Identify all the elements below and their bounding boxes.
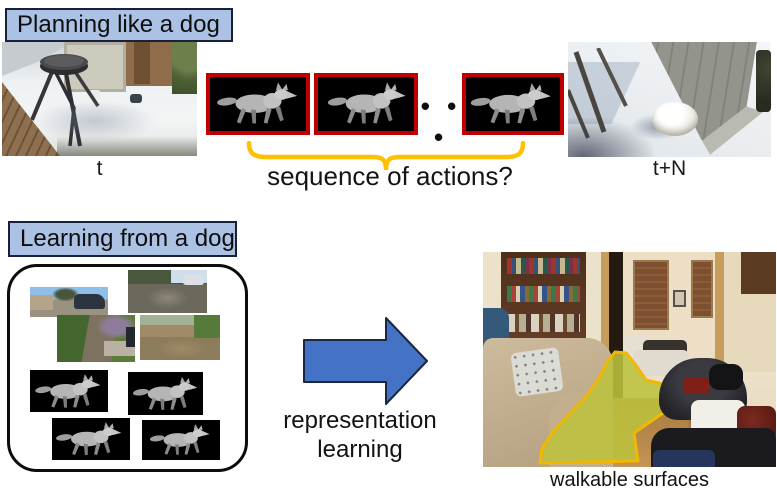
- dog-pose-tile-4: [142, 420, 220, 460]
- foliage-shape: [756, 50, 771, 112]
- window-blind-shape: [633, 260, 669, 330]
- sequence-question-text: sequence of actions?: [267, 161, 513, 191]
- learning-section-label-text: Learning from a dog: [20, 225, 235, 252]
- street-photo-4: [140, 315, 220, 360]
- door-trim-shape: [715, 252, 724, 370]
- learning-section-label: Learning from a dog: [8, 221, 237, 257]
- planning-section-label: Planning like a dog: [5, 8, 233, 42]
- dog-pose-tile-1: [30, 370, 108, 412]
- stone-wall-shape: [30, 295, 54, 311]
- street-photo-1: [30, 287, 108, 317]
- caption-time-end: t+N: [652, 157, 687, 180]
- dog-data-panel: [7, 264, 248, 472]
- arrow-caption-text: representation learning: [283, 407, 437, 463]
- small-object-shape: [130, 94, 142, 103]
- grass-blur-shape: [57, 136, 197, 156]
- grill-chair-shape: [30, 54, 100, 147]
- walkable-caption-text: walkable surfaces: [550, 469, 709, 491]
- action-frame-3: [462, 73, 564, 135]
- street-photo-3: [57, 315, 135, 362]
- dog-silhouette-icon: [470, 83, 551, 124]
- dog-silhouette-icon: [132, 376, 198, 410]
- dirt-shape: [160, 339, 204, 358]
- window-blind-shape: [691, 260, 713, 318]
- navy-cloth-shape: [653, 450, 715, 467]
- car-shape: [125, 327, 135, 347]
- stone-wall-shape: [140, 324, 195, 338]
- photo-walkable-surfaces: [483, 252, 776, 467]
- open-door-top-shape: [741, 252, 776, 294]
- dog-pose-tile-2: [128, 372, 203, 415]
- dog-silhouette-icon: [35, 373, 101, 408]
- ellipsis-dots: • • •: [420, 91, 462, 152]
- sequence-brace: [246, 141, 526, 171]
- dog-silhouette-icon: [216, 82, 297, 124]
- tree-shape: [194, 315, 220, 339]
- dark-fur-shape: [709, 364, 743, 390]
- dog-silhouette-icon: [327, 82, 406, 124]
- caption-time-start: t: [96, 157, 103, 180]
- house-door-shape: [134, 42, 150, 84]
- house-wall-shape: [126, 42, 176, 86]
- dog-silhouette-icon: [149, 424, 210, 456]
- tree-shape: [53, 287, 79, 302]
- road-shape: [147, 288, 188, 308]
- photo-backyard-t: [2, 42, 197, 156]
- bucket-shape: [90, 90, 100, 99]
- red-cushion-shape: [683, 378, 709, 394]
- ground-shadow-shape: [32, 100, 157, 142]
- dog-bowl-shape: [652, 102, 698, 136]
- dog-pose-tile-3: [52, 418, 130, 460]
- picture-frame-shape: [673, 290, 686, 307]
- action-frame-2: [314, 73, 418, 135]
- photo-door-tn: [568, 42, 771, 157]
- book-row-shape: [507, 314, 580, 332]
- car-shape: [73, 294, 105, 310]
- representation-arrow: [303, 317, 428, 405]
- book-row-shape: [507, 258, 580, 274]
- walkable-surface-highlight: [538, 350, 681, 465]
- dark-shadow-shape: [568, 118, 653, 157]
- book-row-shape: [507, 286, 580, 302]
- foliage-shape: [172, 42, 197, 94]
- planning-section-label-text: Planning like a dog: [17, 11, 220, 38]
- door-trim-shape: [601, 252, 609, 407]
- action-frame-1: [206, 73, 310, 135]
- street-photo-2: [128, 270, 207, 313]
- car-shape: [183, 275, 204, 285]
- dog-silhouette-icon: [55, 421, 122, 455]
